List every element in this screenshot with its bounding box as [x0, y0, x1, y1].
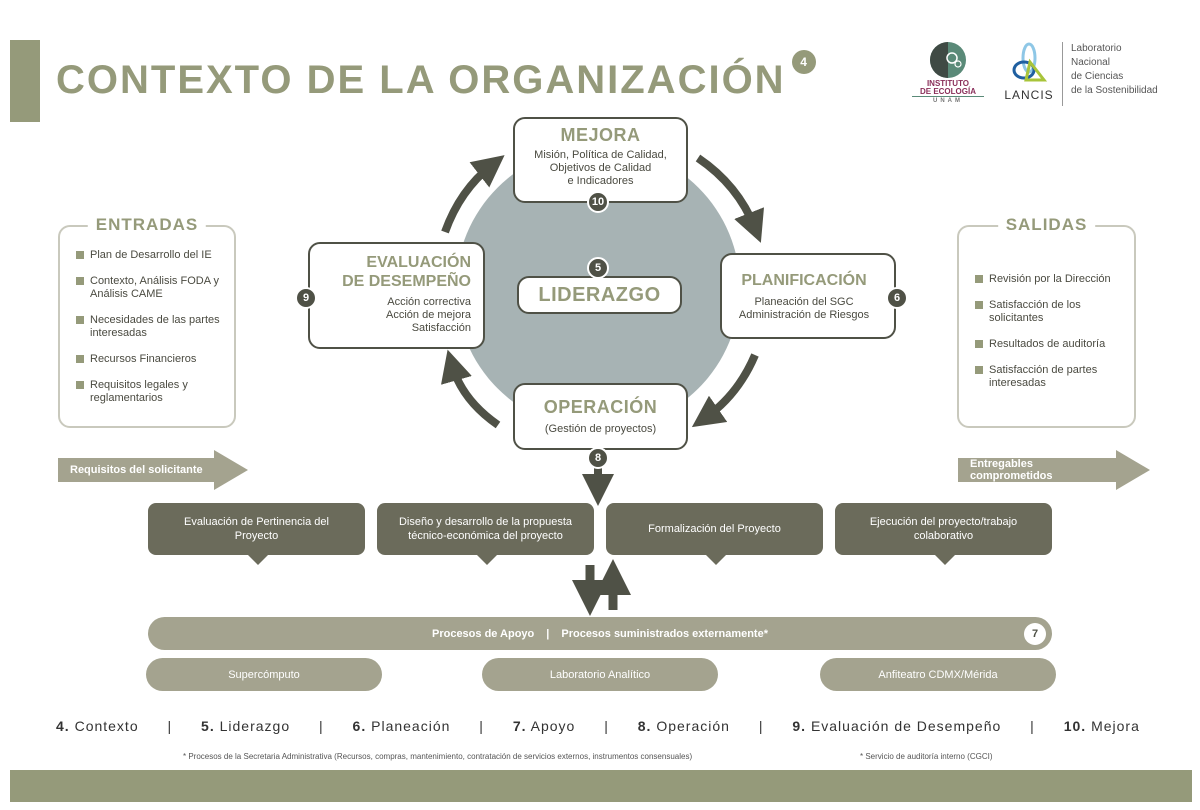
mejora-box: MEJORA Misión, Política de Calidad,Objet…	[513, 117, 688, 203]
entrada-item: Necesidades de las partes interesadas	[76, 314, 220, 340]
support-processes-bar: Procesos de Apoyo|Procesos suministrados…	[148, 617, 1052, 650]
arrow-mejora-to-planificacion	[695, 154, 764, 243]
bottom-bar	[10, 770, 1192, 802]
legend-item: 9. Evaluación de Desempeño	[792, 718, 1002, 734]
process-diseno-propuesta: Diseño y desarrollo de la propuesta técn…	[377, 503, 594, 565]
title-badge: 4	[791, 50, 816, 74]
liderazgo-box: LIDERAZGO	[517, 276, 682, 314]
legend-item: 5. Liderazgo	[201, 718, 291, 734]
evaluacion-badge: 9	[295, 287, 317, 309]
operacion-box: OPERACIÓN (Gestión de proyectos)	[513, 383, 688, 450]
legend: 4. Contexto| 5. Liderazgo| 6. Planeación…	[56, 718, 1140, 734]
salida-item: Resultados de auditoría	[975, 338, 1120, 351]
legend-item: 8. Operación	[637, 718, 730, 734]
legend-item: 6. Planeación	[352, 718, 451, 734]
lancis-symbol-icon	[1012, 42, 1048, 82]
footnote-secretaria: * Procesos de la Secretaria Administrati…	[183, 752, 693, 761]
support-item-supercomputo: Supercómputo	[146, 658, 382, 691]
title-row: CONTEXTO DE LA ORGANIZACIÓN 4	[56, 50, 816, 103]
mejora-badge: 10	[587, 191, 609, 213]
legend-item: 10. Mejora	[1063, 718, 1140, 734]
process-ejecucion: Ejecución del proyecto/trabajo colaborat…	[835, 503, 1052, 565]
support-item-anfiteatro: Anfiteatro CDMX/Mérida	[820, 658, 1056, 691]
arrow-planificacion-to-operacion	[691, 353, 759, 428]
title-accent-bar	[10, 40, 40, 122]
arrow-operacion-to-evaluacion	[441, 349, 501, 429]
entradas-label: ENTRADAS	[87, 215, 207, 235]
apoyo-badge: 7	[1024, 623, 1046, 645]
salida-item: Satisfacción de partes interesadas	[975, 364, 1120, 390]
salidas-label: SALIDAS	[997, 215, 1096, 235]
entrada-item: Contexto, Análisis FODA y Análisis CAME	[76, 275, 220, 301]
support-item-laboratorio: Laboratorio Analítico	[482, 658, 718, 691]
entradas-box: ENTRADAS Plan de Desarrollo del IE Conte…	[58, 215, 236, 428]
arrow-evaluacion-to-mejora	[441, 155, 505, 234]
salidas-box: SALIDAS Revisión por la Dirección Satisf…	[957, 215, 1136, 428]
lancis-logo: LANCIS	[1000, 40, 1058, 102]
entregables-arrow: Entregables comprometidos	[958, 450, 1150, 490]
tree-icon	[930, 42, 966, 78]
salida-item: Revisión por la Dirección	[975, 273, 1120, 286]
salida-item: Satisfacción de los solicitantes	[975, 299, 1120, 325]
legend-item: 4. Contexto	[56, 718, 139, 734]
process-evaluacion-pertinencia: Evaluación de Pertinencia del Proyecto	[148, 503, 365, 565]
liderazgo-badge: 5	[587, 257, 609, 279]
process-formalizacion: Formalización del Proyecto	[606, 503, 823, 565]
footnote-auditoria: * Servicio de auditoría interno (CGCI)	[860, 752, 993, 761]
requisitos-arrow: Requisitos del solicitante	[58, 450, 248, 490]
legend-item: 7. Apoyo	[512, 718, 576, 734]
entrada-item: Plan de Desarrollo del IE	[76, 249, 220, 262]
entrada-item: Requisitos legales y reglamentarios	[76, 379, 220, 405]
planificacion-badge: 6	[886, 287, 908, 309]
operacion-badge: 8	[587, 447, 609, 469]
entrada-item: Recursos Financieros	[76, 353, 220, 366]
page-title: CONTEXTO DE LA ORGANIZACIÓN	[56, 58, 786, 102]
